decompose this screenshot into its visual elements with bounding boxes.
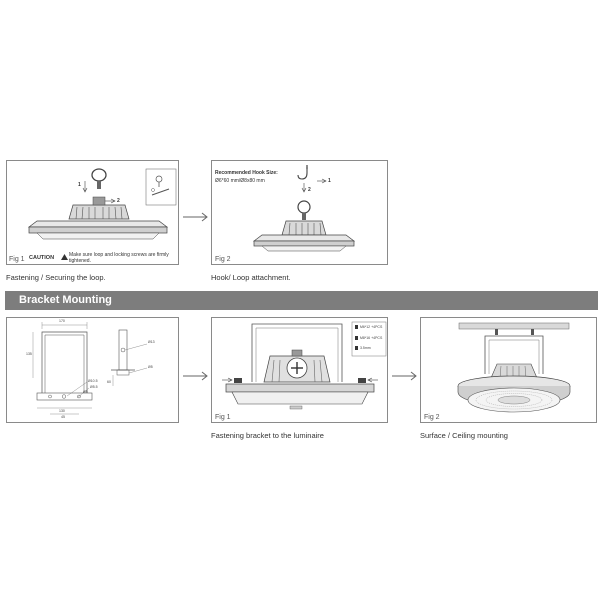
hook-size-values: Ø6*60 mm/Ø8x80 mm <box>215 178 265 184</box>
caution-text: Make sure loop and locking screws are fi… <box>69 252 169 264</box>
fig-label: Fig 2 <box>424 414 440 421</box>
hook-luminaire-illustration <box>252 165 356 252</box>
dim-d7: 130 <box>59 409 65 413</box>
bracket-dimensions-panel: 170 135 Ø13 Ø5 60 Ø10.5 Ø5.5 Ø9 130 45 <box>6 317 179 423</box>
fig-loop-securing-panel: 1 2 Fig 1 CAUTION Make sure loop and loc… <box>6 160 179 265</box>
legend-item-2: M8*16 +4PCS <box>360 336 383 340</box>
dim-d5: Ø9 <box>83 390 88 394</box>
dim-d8: 45 <box>61 415 65 419</box>
arrow-right-icon <box>392 371 417 381</box>
callout-2: 2 <box>308 187 311 193</box>
dim-d6: 60 <box>107 380 111 384</box>
bracket-dimension-drawing <box>32 322 148 415</box>
dim-d4: Ø5.5 <box>90 385 98 389</box>
luminaire-with-loop-illustration <box>27 168 177 260</box>
hook-size-title: Recommended Hook Size: <box>215 170 278 176</box>
bracket-fastening-illustration <box>222 321 387 410</box>
fastening-bracket-caption: Fastening bracket to the luminaire <box>211 431 324 440</box>
dim-d3: Ø10.5 <box>88 379 98 383</box>
callout-1: 1 <box>78 182 81 188</box>
arrow-right-icon <box>183 371 208 381</box>
bracket-fastening-panel: M6*12 +4PCS M8*16 +4PCS 3.5mm Fig 1 <box>211 317 388 423</box>
caution-label: CAUTION <box>29 255 55 261</box>
section-banner: Bracket Mounting <box>5 291 598 310</box>
ceiling-mounting-illustration <box>457 322 571 413</box>
dim-d2: Ø5 <box>148 365 153 369</box>
dim-width: 170 <box>59 319 65 323</box>
dim-d1: Ø13 <box>148 340 155 344</box>
fig2-caption: Hook/ Loop attachment. <box>211 273 291 282</box>
fig-label: Fig 1 <box>9 256 25 263</box>
fig-label: Fig 2 <box>215 256 231 263</box>
callout-1: 1 <box>328 178 331 184</box>
fig-hook-attachment-panel: Recommended Hook Size: Ø6*60 mm/Ø8x80 mm… <box>211 160 388 265</box>
legend-item-1: M6*12 +4PCS <box>360 325 383 329</box>
arrow-right-icon <box>183 212 208 222</box>
fig-label: Fig 1 <box>215 414 231 421</box>
legend-item-3: 3.5mm <box>360 346 371 350</box>
ceiling-mounting-caption: Surface / Ceiling mounting <box>420 431 508 440</box>
callout-2: 2 <box>117 198 120 204</box>
ceiling-mounting-panel: Fig 2 <box>420 317 597 423</box>
fig1-caption: Fastening / Securing the loop. <box>6 273 106 282</box>
dim-height: 135 <box>26 352 32 356</box>
